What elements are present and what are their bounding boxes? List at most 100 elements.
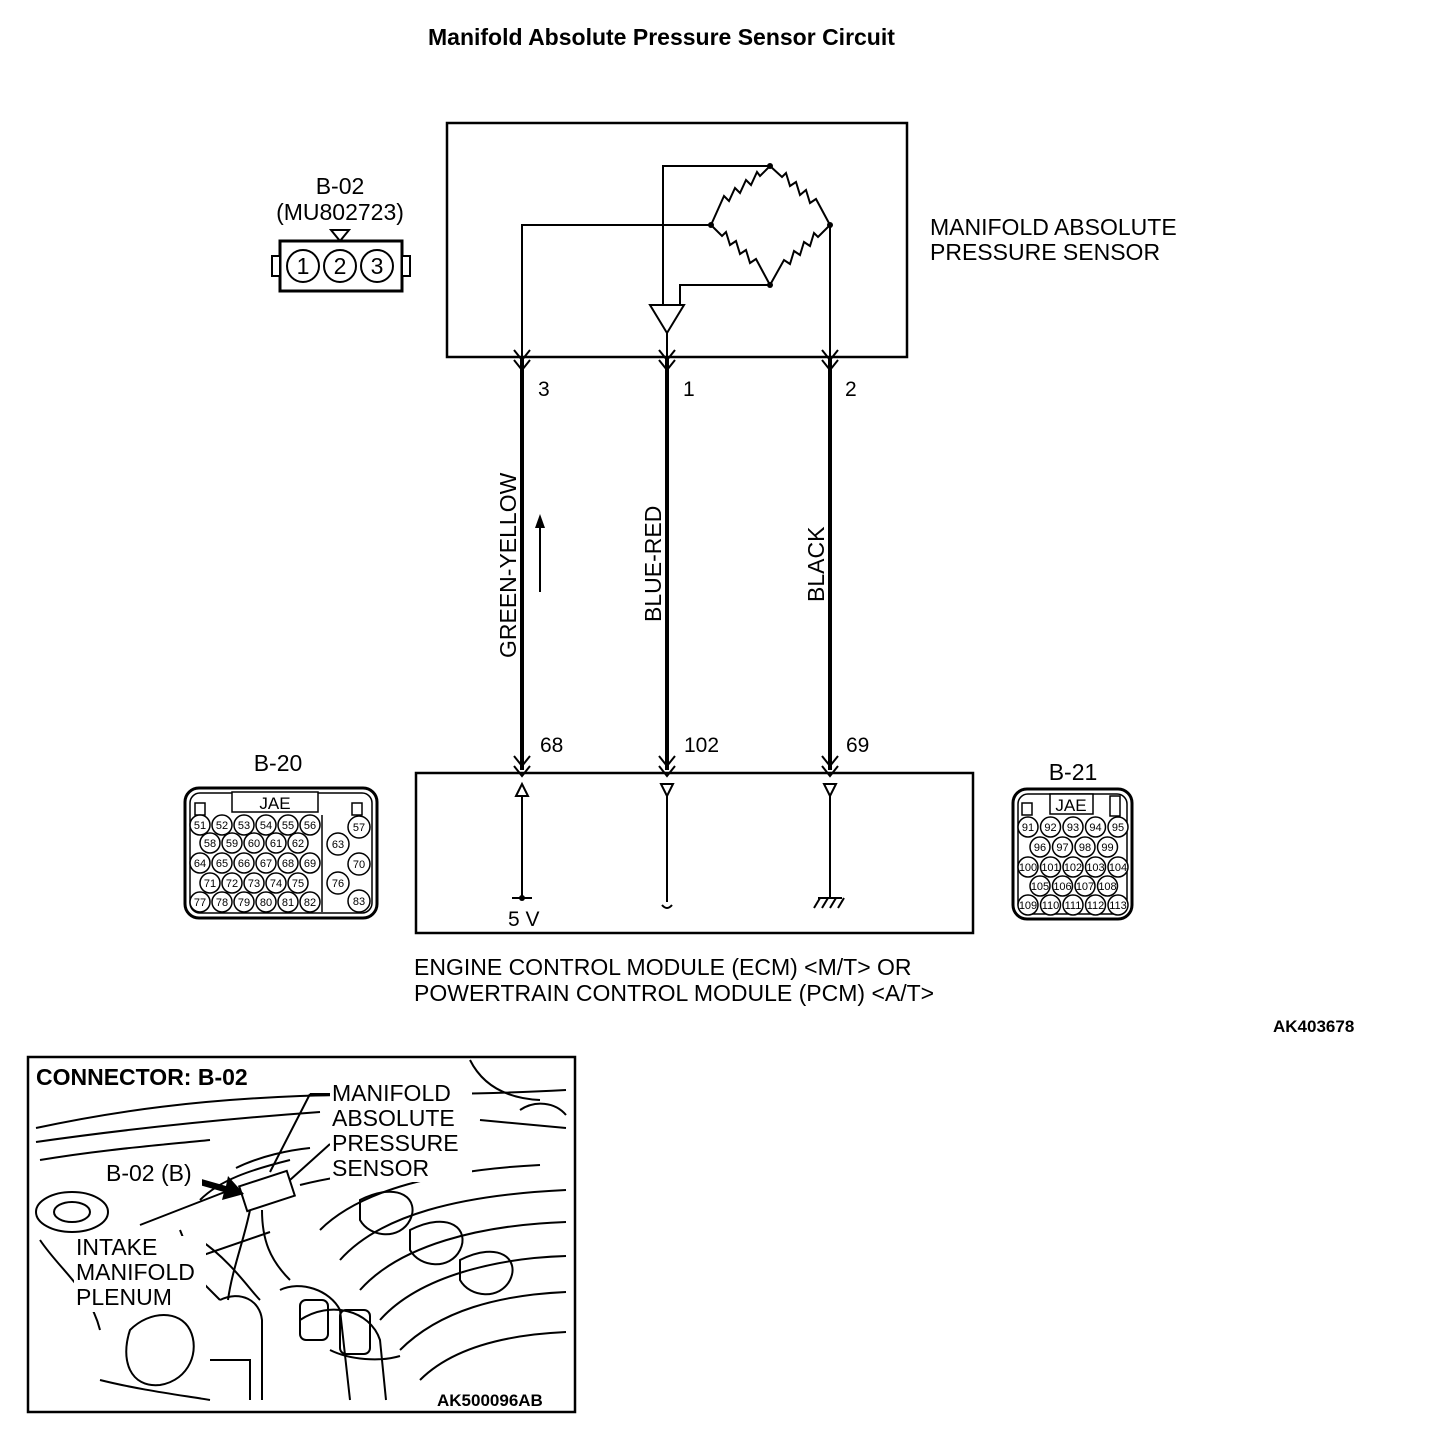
connector-pin-circle [255, 852, 277, 874]
callout-plenum: PLENUM [76, 1284, 172, 1310]
connector-pin-circle [243, 832, 265, 854]
connector-pin-circle [277, 891, 299, 913]
connector-pin-number: 64 [194, 858, 206, 870]
connector-pin-number: 61 [270, 838, 282, 850]
connector-pin-circle [287, 872, 309, 894]
connector-pin-number: 60 [248, 838, 260, 850]
connector-b02-pin: 2 [334, 253, 347, 279]
callout-plenum: MANIFOLD [76, 1259, 195, 1285]
location-pointer-arrow-icon [196, 1176, 244, 1200]
ecm-label: POWERTRAIN CONTROL MODULE (PCM) <A/T> [414, 980, 934, 1006]
sensor-pin-1: 1 [683, 378, 695, 401]
ecm-pin-68: 68 [540, 734, 563, 757]
connector-pin-circle [1029, 875, 1051, 897]
connector-pin-circle [255, 814, 277, 836]
callout-sensor: SENSOR [332, 1155, 429, 1181]
connector-location-view: CONNECTOR: B-02 MANIFOLD ABSOLUTE PRESSU… [26, 1055, 577, 1414]
wire-color-blue-red: BLUE-RED [640, 506, 666, 622]
connector-b21-brand: JAE [1055, 796, 1086, 815]
connector-pin-circle [277, 814, 299, 836]
connector-pin-number: 54 [260, 820, 272, 832]
connector-pin-number: 93 [1067, 822, 1079, 834]
connector-pin-circle [299, 891, 321, 913]
connector-b21-id: B-21 [1049, 759, 1098, 785]
connector-pin-number: 103 [1086, 862, 1104, 874]
connector-pin-circle [1062, 816, 1084, 838]
connector-pin-number: 72 [226, 878, 238, 890]
sensor-pin-2: 2 [845, 378, 857, 401]
connector-pin-circle [221, 832, 243, 854]
connector-pin-circle [1107, 816, 1129, 838]
connector-pin-number: 70 [353, 859, 365, 871]
callout-sensor: ABSOLUTE [332, 1105, 455, 1131]
location-view-title: CONNECTOR: B-02 [36, 1064, 248, 1090]
signal-direction-arrow-icon [535, 514, 545, 528]
connector-pin-circle [221, 872, 243, 894]
connector-pin-circle [233, 814, 255, 836]
connector-pin-circle [189, 891, 211, 913]
connector-pin-circle [1017, 856, 1039, 878]
connector-pin-number: 109 [1019, 900, 1037, 912]
connector-b02-part: (MU802723) [276, 199, 404, 225]
connector-pin-number: 52 [216, 820, 228, 832]
supply-voltage-label: 5 V [508, 908, 540, 931]
callout-plenum: INTAKE [76, 1234, 157, 1260]
connector-pin-number: 66 [238, 858, 250, 870]
connector-pin-number: 107 [1076, 881, 1094, 893]
connector-pin-circle [233, 891, 255, 913]
pressure-sensor-block: MANIFOLD ABSOLUTE PRESSURE SENSOR [445, 121, 1177, 359]
connector-pin-circle [1084, 816, 1107, 838]
connector-pin-circle [299, 852, 321, 874]
connector-pin-number: 106 [1053, 881, 1071, 893]
callout-sensor: MANIFOLD [332, 1080, 451, 1106]
connector-pin-number: 80 [260, 897, 272, 909]
connector-pin-number: 101 [1041, 862, 1059, 874]
connector-pin-number: 59 [226, 838, 238, 850]
connector-pin-circle [1051, 836, 1074, 858]
connector-pin-circle [189, 814, 211, 836]
diagram-title: Manifold Absolute Pressure Sensor Circui… [428, 24, 895, 50]
connector-pin-circle [1062, 894, 1084, 916]
connector-pin-number: 95 [1112, 822, 1124, 834]
connector-pin-circle [211, 852, 233, 874]
connector-pin-circle [326, 832, 350, 856]
connector-pin-number: 97 [1056, 842, 1068, 854]
connector-pin-number: 76 [332, 878, 344, 890]
connector-pin-circle [299, 814, 321, 836]
connector-b20-id: B-20 [254, 750, 303, 776]
amplifier-icon [648, 304, 686, 335]
connector-pin-number: 75 [292, 878, 304, 890]
connector-pin-number: 100 [1019, 862, 1037, 874]
connector-pin-circle [243, 872, 265, 894]
connector-pin-circle [1039, 894, 1062, 916]
sensor-label: MANIFOLD ABSOLUTE [930, 214, 1177, 240]
connector-pin-number: 69 [304, 858, 316, 870]
wheatstone-bridge [521, 165, 831, 357]
connector-key-icon [328, 229, 352, 243]
ecm-pin-102: 102 [684, 734, 719, 757]
connector-pin-number: 65 [216, 858, 228, 870]
connector-b02-pin: 3 [371, 253, 384, 279]
connector-pin-number: 113 [1109, 900, 1127, 912]
connector-pin-number: 53 [238, 820, 250, 832]
connector-pin-circle [1029, 836, 1051, 858]
connector-pin-circle [1074, 875, 1096, 897]
connector-pin-circle [211, 814, 233, 836]
connector-pin-circle [1017, 894, 1039, 916]
connector-pin-number: 82 [304, 897, 316, 909]
connector-pin-number: 104 [1109, 862, 1127, 874]
connector-pin-number: 67 [260, 858, 272, 870]
ecm-block: 5 V ENGINE CONTROL MODULE (ECM) <M/T> OR… [414, 771, 975, 1006]
connector-pin-circle [1062, 856, 1084, 878]
connector-pin-number: 96 [1034, 842, 1046, 854]
connector-pin-circle [233, 852, 255, 874]
connector-pin-circle [265, 872, 287, 894]
connector-b20-brand: JAE [259, 794, 290, 813]
connector-pin-circle [277, 852, 299, 874]
connector-pin-number: 105 [1031, 881, 1049, 893]
connector-pin-circle [347, 815, 371, 839]
connector-b02-pin: 1 [297, 253, 310, 279]
